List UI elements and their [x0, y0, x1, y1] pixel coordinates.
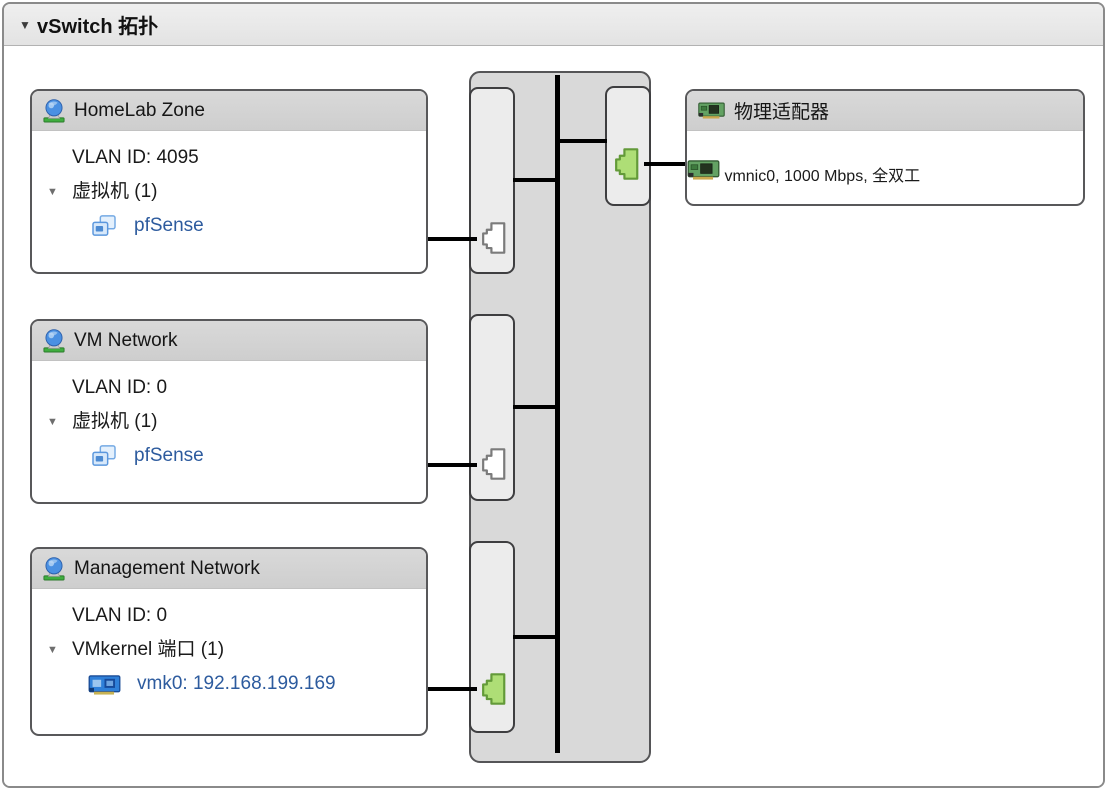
port-group-box-vm-network: VM Network VLAN ID: 0 ▼ 虚拟机 (1)	[30, 319, 428, 504]
wire-slot1-to-backbone	[513, 178, 559, 182]
vswitch-slot-2	[469, 314, 515, 501]
port-homelab-zone-icon	[474, 220, 507, 256]
port-group-header: Management Network	[32, 549, 426, 589]
vm-icon	[92, 215, 116, 237]
section-row: ▼ 虚拟机 (1)	[32, 175, 426, 209]
expander-icon[interactable]: ▼	[47, 644, 58, 656]
panel-title: vSwitch 拓扑	[37, 16, 159, 38]
vlan-id-label: VLAN ID: 0	[72, 605, 168, 626]
expander-icon[interactable]: ▼	[47, 416, 58, 428]
wire-vmnetwork-to-port	[427, 463, 477, 467]
vswitch-topology-panel: ▼ vSwitch 拓扑	[2, 2, 1105, 788]
vm-link[interactable]: pfSense	[134, 445, 204, 466]
wire-homelab-to-port	[427, 237, 477, 241]
wire-uplink-to-adapter	[644, 162, 689, 166]
port-management-network-icon	[474, 671, 507, 707]
adapter-row: vmnic0, 1000 Mbps, 全双工	[687, 141, 1083, 197]
physical-nic-icon	[687, 160, 724, 185]
physical-adapter-link[interactable]: vmnic0, 1000 Mbps, 全双工	[724, 168, 921, 185]
port-group-header: HomeLab Zone	[32, 91, 426, 131]
item-row: vmk0: 192.168.199.169	[32, 667, 426, 701]
port-group-title: Management Network	[74, 557, 260, 579]
port-group-body: VLAN ID: 0 ▼ VMkernel 端口 (1)	[32, 589, 426, 701]
port-group-title: VM Network	[74, 329, 178, 351]
item-row: pfSense	[32, 209, 426, 243]
vlan-row: VLAN ID: 4095	[32, 141, 426, 175]
port-group-body: VLAN ID: 0 ▼ 虚拟机 (1) pfSense	[32, 361, 426, 473]
wire-backbone-to-uplink-slot	[558, 139, 607, 143]
network-globe-icon	[43, 98, 65, 123]
port-group-box-homelab-zone: HomeLab Zone VLAN ID: 4095 ▼ 虚拟机 (1)	[30, 89, 428, 274]
collapse-arrow-icon[interactable]: ▼	[19, 17, 31, 32]
physical-adapters-body: vmnic0, 1000 Mbps, 全双工	[687, 131, 1083, 197]
item-row: pfSense	[32, 439, 426, 473]
wire-slot3-to-backbone	[513, 635, 559, 639]
physical-adapters-box: 物理适配器 vmnic0, 1000 Mbps, 全双工	[685, 89, 1085, 206]
port-uplink-vmnic0-icon	[607, 146, 640, 182]
section-row: ▼ 虚拟机 (1)	[32, 405, 426, 439]
section-row: ▼ VMkernel 端口 (1)	[32, 633, 426, 667]
vlan-id-label: VLAN ID: 4095	[72, 147, 199, 168]
vswitch-uplink-slot	[605, 86, 651, 206]
physical-nic-icon	[698, 102, 725, 120]
wire-management-to-port	[427, 687, 477, 691]
network-globe-icon	[43, 556, 65, 581]
vlan-id-label: VLAN ID: 0	[72, 377, 168, 398]
vlan-row: VLAN ID: 0	[32, 371, 426, 405]
wire-slot2-to-backbone	[513, 405, 559, 409]
section-label: 虚拟机 (1)	[72, 181, 158, 202]
section-label: 虚拟机 (1)	[72, 411, 158, 432]
vlan-row: VLAN ID: 0	[32, 599, 426, 633]
port-group-title: HomeLab Zone	[74, 99, 205, 121]
physical-adapters-title: 物理适配器	[734, 102, 830, 123]
expander-icon[interactable]: ▼	[47, 186, 58, 198]
network-globe-icon	[43, 328, 65, 353]
vmkernel-nic-icon	[88, 675, 121, 696]
port-group-box-management-network: Management Network VLAN ID: 0 ▼ VMkernel…	[30, 547, 428, 736]
physical-adapters-header: 物理适配器	[687, 91, 1083, 131]
panel-header[interactable]: ▼ vSwitch 拓扑	[4, 4, 1103, 46]
port-vm-network-icon	[474, 446, 507, 482]
port-group-body: VLAN ID: 4095 ▼ 虚拟机 (1) pfSense	[32, 131, 426, 243]
topology-canvas: HomeLab Zone VLAN ID: 4095 ▼ 虚拟机 (1)	[4, 47, 1103, 786]
vm-icon	[92, 445, 116, 467]
port-group-header: VM Network	[32, 321, 426, 361]
vswitch-backbone	[555, 75, 560, 753]
vm-link[interactable]: pfSense	[134, 215, 204, 236]
vmkernel-port-link[interactable]: vmk0: 192.168.199.169	[137, 673, 336, 694]
section-label: VMkernel 端口 (1)	[72, 639, 225, 660]
